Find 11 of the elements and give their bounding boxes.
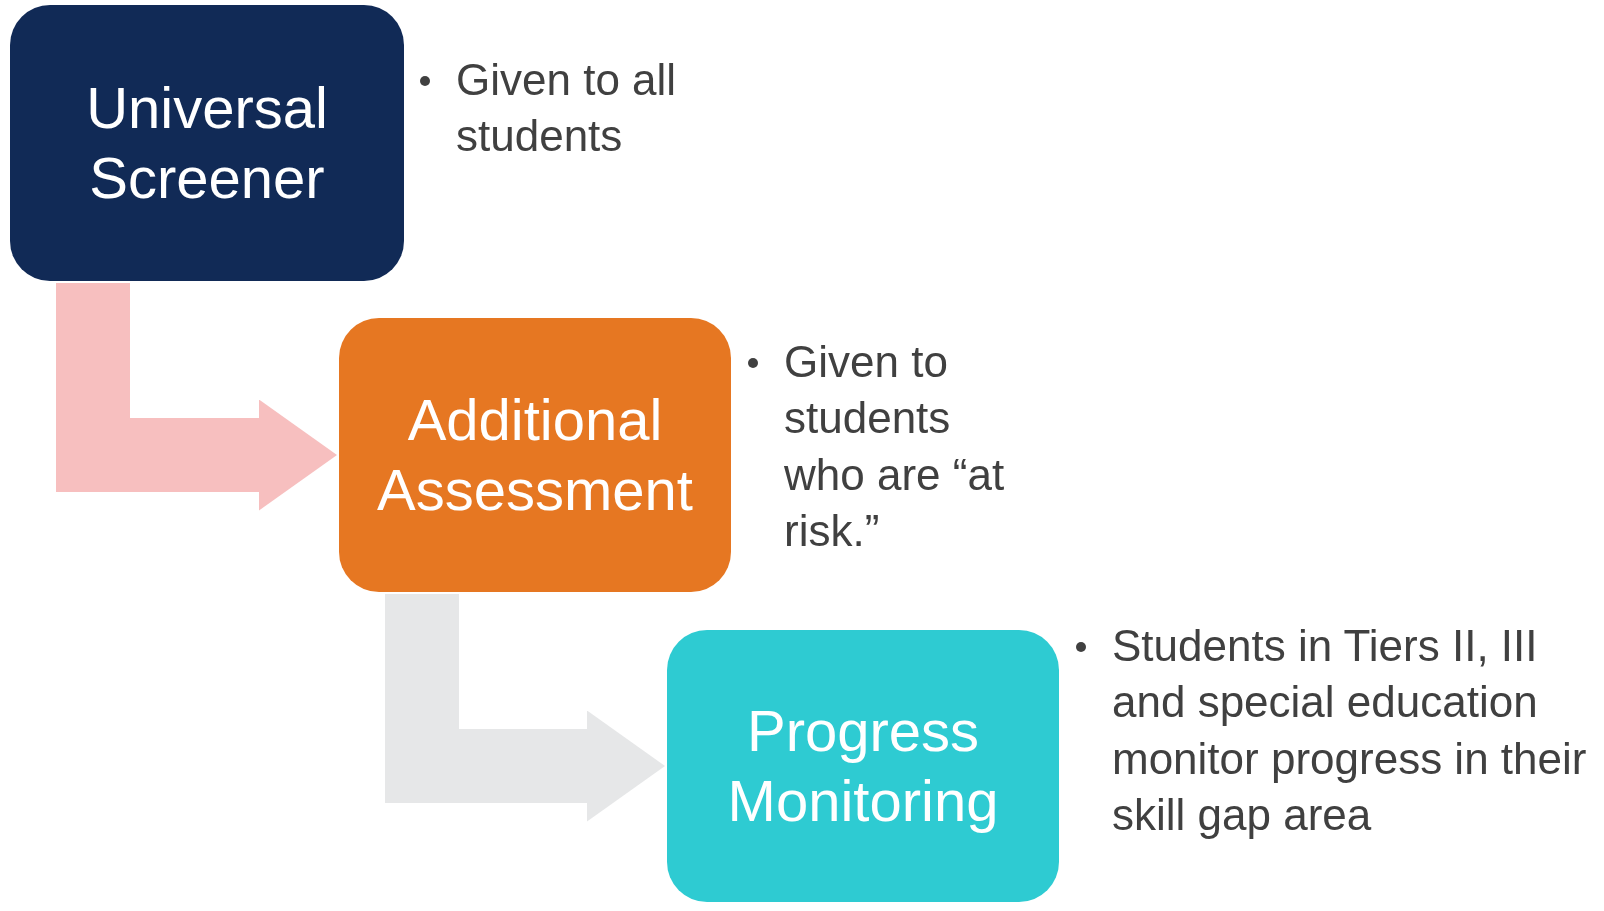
- process-box: [667, 630, 1059, 902]
- box-title: Universal Screener: [85, 74, 329, 212]
- bullet-text: Given to students who are “at risk.”: [784, 336, 1006, 557]
- bullet-text: Given to all students: [456, 54, 678, 163]
- box-title: Additional Assessment: [376, 386, 694, 524]
- process-box: [339, 318, 731, 592]
- box-title: Progress Monitoring: [726, 697, 1000, 835]
- bullet-text: Students in Tiers II, III and special education monitor progress in their skill gap area: [1112, 620, 1588, 841]
- process-box: [10, 5, 404, 281]
- bent-arrow: [56, 283, 337, 511]
- bent-arrow: [385, 594, 665, 822]
